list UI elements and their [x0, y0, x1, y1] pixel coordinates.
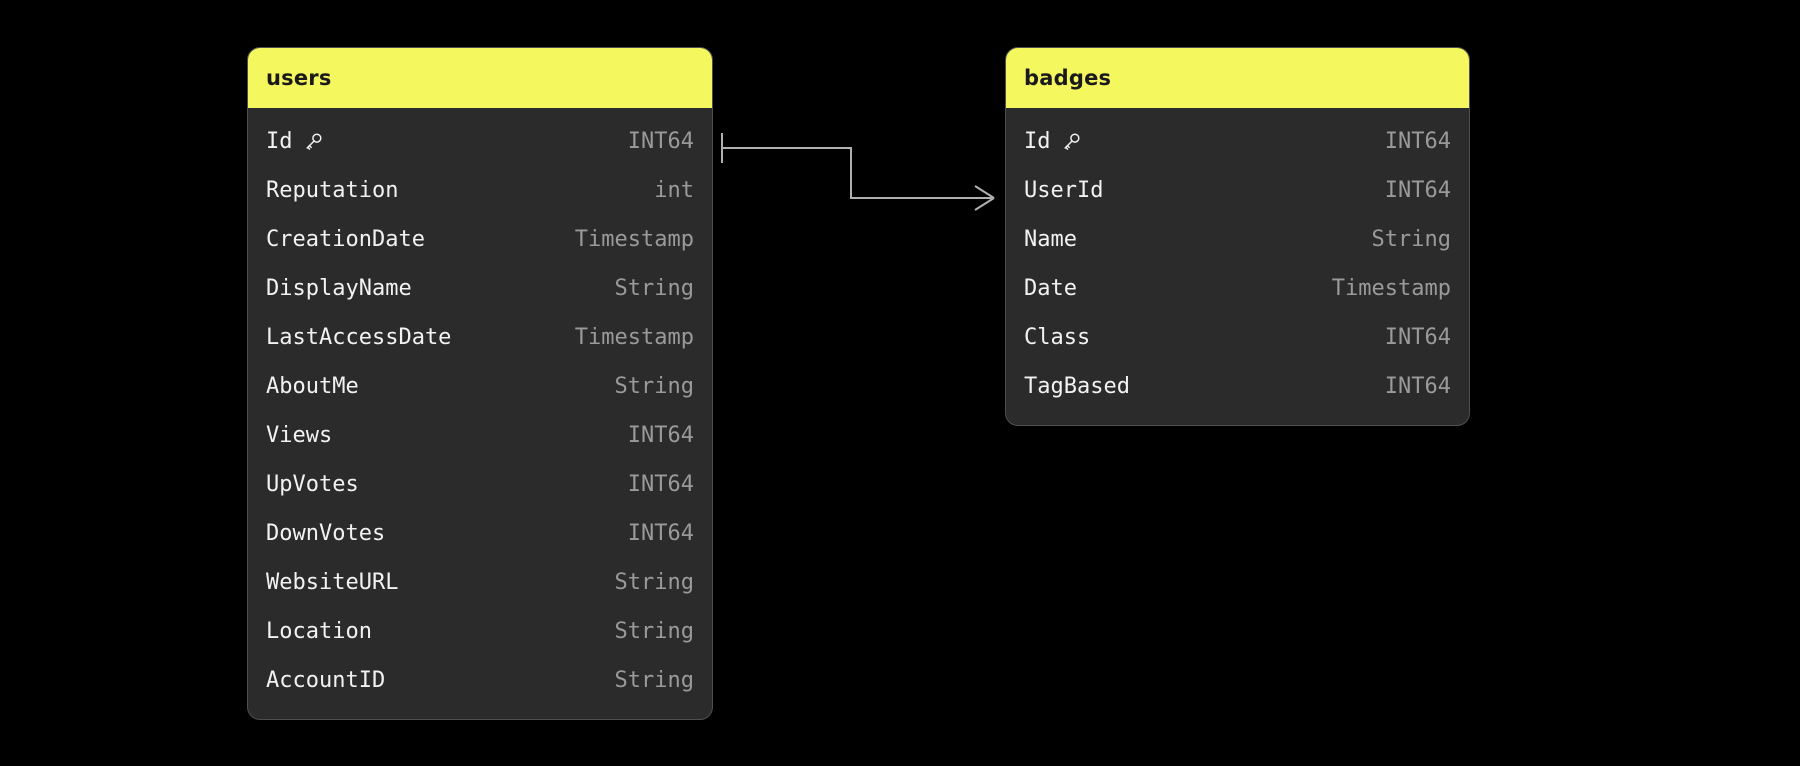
field-type-label: int [654, 178, 694, 203]
field-name-label: Location [266, 619, 372, 644]
field-name-label: CreationDate [266, 227, 425, 252]
field-row[interactable]: AccountID String [248, 656, 712, 705]
field-name: CreationDate [266, 227, 425, 252]
field-type-label: INT64 [1384, 325, 1451, 350]
field-name: TagBased [1024, 374, 1130, 399]
field-name-label: Id [266, 129, 293, 154]
field-name-label: Name [1024, 227, 1077, 252]
field-name-label: Date [1024, 276, 1077, 301]
key-icon [1060, 131, 1082, 153]
field-row[interactable]: Location String [248, 607, 712, 656]
field-name-label: LastAccessDate [266, 325, 452, 350]
field-name-label: DisplayName [266, 276, 412, 301]
field-name-label: Views [266, 423, 333, 448]
field-name: WebsiteURL [266, 570, 398, 595]
field-name: Class [1024, 325, 1090, 350]
field-name-label: UpVotes [266, 472, 359, 497]
field-name-label: UserId [1024, 178, 1104, 203]
field-row[interactable]: TagBased INT64 [1006, 362, 1469, 411]
field-name: Views [266, 423, 332, 448]
field-type-label: INT64 [627, 521, 694, 546]
field-row[interactable]: Name String [1006, 215, 1469, 264]
field-name: UserId [1024, 178, 1103, 203]
field-type-label: Timestamp [574, 227, 694, 252]
field-type-label: String [614, 570, 694, 595]
field-row[interactable]: DownVotes INT64 [248, 509, 712, 558]
field-row[interactable]: DisplayName String [248, 264, 712, 313]
field-name: LastAccessDate [266, 325, 451, 350]
field-row[interactable]: Class INT64 [1006, 313, 1469, 362]
field-name: AccountID [266, 668, 385, 693]
field-row[interactable]: WebsiteURL String [248, 558, 712, 607]
field-row[interactable]: UpVotes INT64 [248, 460, 712, 509]
entity-header-users[interactable]: users [248, 48, 712, 108]
field-type-label: String [614, 374, 694, 399]
field-name: Name [1024, 227, 1077, 252]
entity-title-users: users [266, 66, 332, 90]
field-row[interactable]: Views INT64 [248, 411, 712, 460]
field-name: Date [1024, 276, 1077, 301]
field-type-label: INT64 [627, 129, 694, 154]
field-type-label: Timestamp [1331, 276, 1451, 301]
field-row[interactable]: Id INT64 [1006, 117, 1469, 166]
field-name: Reputation [266, 178, 398, 203]
field-row[interactable]: UserId INT64 [1006, 166, 1469, 215]
field-name: AboutMe [266, 374, 359, 399]
field-row[interactable]: AboutMe String [248, 362, 712, 411]
field-name-label: DownVotes [266, 521, 386, 546]
field-type-label: INT64 [1384, 129, 1451, 154]
connector-line [722, 147, 994, 199]
field-name: UpVotes [266, 472, 359, 497]
field-type-label: Timestamp [574, 325, 694, 350]
field-name-label: Class [1024, 325, 1091, 350]
field-type-label: String [614, 276, 694, 301]
field-name: Location [266, 619, 372, 644]
cardinality-many-marker [974, 185, 995, 211]
field-name-label: WebsiteURL [266, 570, 399, 595]
field-type-label: String [614, 619, 694, 644]
field-row[interactable]: Reputation int [248, 166, 712, 215]
field-type-label: INT64 [627, 423, 694, 448]
field-row[interactable]: CreationDate Timestamp [248, 215, 712, 264]
field-type-label: INT64 [1384, 374, 1451, 399]
field-type-label: String [614, 668, 694, 693]
field-type-label: INT64 [1384, 178, 1451, 203]
field-name: Id [1024, 129, 1082, 154]
field-type-label: INT64 [627, 472, 694, 497]
field-row[interactable]: Date Timestamp [1006, 264, 1469, 313]
field-name-label: AboutMe [266, 374, 359, 399]
field-name-label: TagBased [1024, 374, 1130, 399]
entity-title-badges: badges [1024, 66, 1112, 90]
field-name: DownVotes [266, 521, 385, 546]
field-row[interactable]: Id INT64 [248, 117, 712, 166]
field-name-label: AccountID [266, 668, 386, 693]
field-name: Id [266, 129, 324, 154]
field-name: DisplayName [266, 276, 412, 301]
field-name-label: Id [1024, 129, 1051, 154]
key-icon [302, 131, 324, 153]
entity-header-badges[interactable]: badges [1006, 48, 1469, 108]
field-row[interactable]: LastAccessDate Timestamp [248, 313, 712, 362]
field-name-label: Reputation [266, 178, 399, 203]
field-type-label: String [1371, 227, 1451, 252]
